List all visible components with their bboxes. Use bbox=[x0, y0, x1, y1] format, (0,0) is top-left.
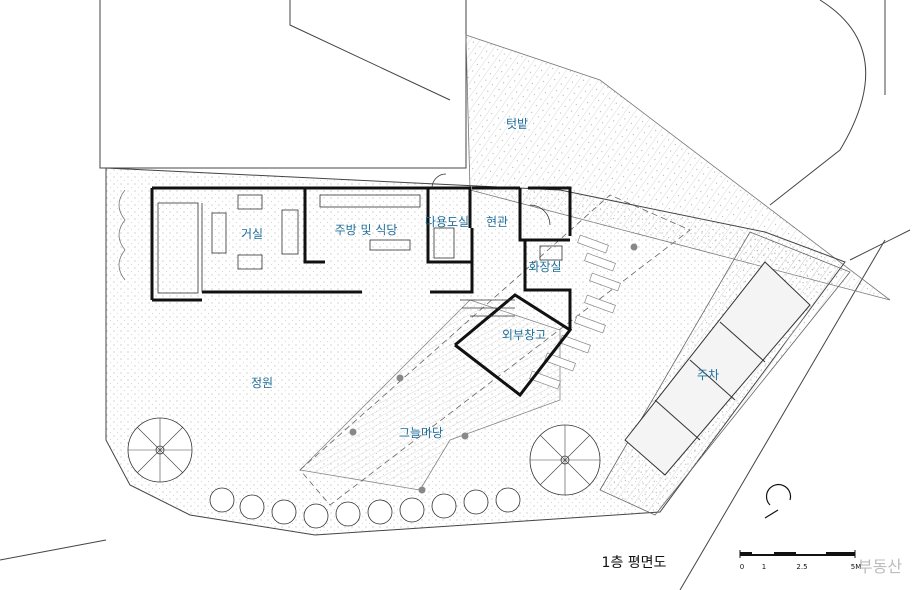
label-shade-yard: 그늘마당 bbox=[399, 426, 443, 440]
drawing-title: 1층 평면도 bbox=[602, 555, 667, 571]
scale-tick-2: 2.5 bbox=[796, 563, 807, 571]
label-kitchen-dining: 주방 및 식당 bbox=[335, 223, 398, 237]
label-living-room: 거실 bbox=[241, 227, 263, 241]
watermark-text: 부동산 bbox=[858, 557, 902, 576]
label-vegetable-garden: 텃밭 bbox=[506, 117, 528, 131]
scale-tick-0: 0 bbox=[740, 563, 744, 571]
label-garden: 정원 bbox=[251, 376, 273, 390]
vegetable-garden-area bbox=[465, 34, 891, 301]
stepping-stones bbox=[529, 234, 621, 390]
label-storage: 외부창고 bbox=[502, 328, 546, 342]
label-entrance: 현관 bbox=[486, 215, 508, 229]
scale-tick-3: 5M bbox=[851, 563, 862, 571]
house-interior-lines bbox=[157, 173, 563, 317]
posts bbox=[349, 243, 638, 494]
label-restroom: 화장실 bbox=[528, 260, 561, 274]
parking-area bbox=[599, 231, 851, 516]
tree-rays bbox=[128, 418, 600, 495]
label-parking: 주차 bbox=[697, 368, 719, 382]
label-utility-room: 다용도실 bbox=[425, 215, 469, 229]
shrub-outline bbox=[118, 189, 126, 281]
scale-bar bbox=[739, 550, 856, 558]
house-walls bbox=[150, 186, 573, 398]
scale-tick-1: 1 bbox=[762, 563, 766, 571]
north-arrow-icon bbox=[764, 483, 792, 519]
